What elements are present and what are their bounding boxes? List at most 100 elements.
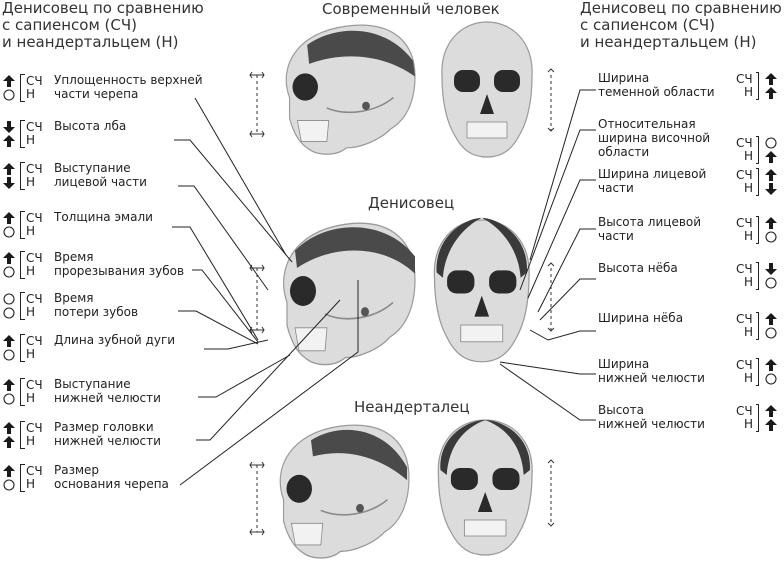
left-header-line-3: и неандертальцем (Н) xyxy=(2,33,179,51)
sapiens-code: СЧ xyxy=(26,421,43,435)
left-header: Денисовец по сравнению с сапиенсом (СЧ) … xyxy=(2,0,204,51)
trait-label-line: нижней челюсти xyxy=(54,391,161,405)
sapiens-code: СЧ xyxy=(26,120,43,134)
arrow-up-icon xyxy=(2,162,16,176)
sapiens-code: СЧ xyxy=(26,378,43,392)
comparison-bracket xyxy=(20,251,25,279)
arrow-up-icon xyxy=(2,334,16,348)
sapiens-code: СЧ xyxy=(26,74,43,88)
trait-label-line: Размер xyxy=(54,463,100,477)
arrow-down-icon xyxy=(2,120,16,134)
trait-label-line: области xyxy=(598,145,650,159)
neanderthal-lateral-skull xyxy=(279,424,410,559)
neanderthal-code: Н xyxy=(744,275,754,289)
trait-label-line: Толщина эмали xyxy=(54,210,153,224)
right-header-line-3: и неандертальцем (Н) xyxy=(580,33,757,51)
neanderthal-code: Н xyxy=(26,391,36,405)
arrow-up-icon xyxy=(764,216,778,230)
comparison-bracket xyxy=(756,358,759,386)
right-header-line-1: Денисовец по сравнению xyxy=(580,0,782,17)
arrow-up-icon xyxy=(764,404,778,418)
trait-label-line: Время xyxy=(54,250,94,264)
arrow-up-icon xyxy=(764,86,778,100)
trait-label-line: лицевой части xyxy=(54,175,147,189)
neanderthal-frontal-skull xyxy=(437,419,533,556)
comparison-bracket xyxy=(20,74,25,102)
comparison-bracket xyxy=(756,168,759,196)
arrow-up-icon xyxy=(2,464,16,478)
trait-label: Высота нёба xyxy=(598,261,678,275)
arrow-up-icon xyxy=(764,418,778,432)
neanderthal-code: Н xyxy=(26,224,36,238)
arrow-down-icon xyxy=(764,182,778,196)
neanderthal-code: Н xyxy=(26,477,36,491)
comparison-bracket xyxy=(756,312,759,340)
neanderthal-code: Н xyxy=(744,371,754,385)
neanderthal-code: Н xyxy=(744,181,754,195)
measurement-markers xyxy=(249,68,555,536)
trait-label: Толщина эмали xyxy=(54,210,153,224)
comparison-bracket xyxy=(20,421,25,449)
arrow-up-icon xyxy=(2,134,16,148)
circle-equal-icon xyxy=(764,136,778,150)
trait-label-line: Относительная xyxy=(598,117,696,131)
arrow-up-icon xyxy=(764,72,778,86)
circle-equal-icon xyxy=(2,292,16,306)
neanderthal-code: Н xyxy=(26,175,36,189)
comparison-bracket xyxy=(20,120,25,148)
neanderthal-code: Н xyxy=(744,149,754,163)
trait-label-line: Время xyxy=(54,291,94,305)
trait-label-line: Ширина xyxy=(598,357,650,371)
trait-label: Ширина нёба xyxy=(598,311,683,325)
circle-equal-icon xyxy=(764,372,778,386)
trait-label-line: Ширина xyxy=(598,71,650,85)
neanderthal-code: Н xyxy=(744,229,754,243)
circle-equal-icon xyxy=(2,225,16,239)
denisovan-lateral-skull xyxy=(282,222,416,366)
trait-label: Длина зубной дуги xyxy=(54,333,175,347)
sapiens-code: СЧ xyxy=(736,404,753,418)
trait-label-line: Высота нёба xyxy=(598,261,678,275)
sapiens-code: СЧ xyxy=(736,262,753,276)
neanderthal-code: Н xyxy=(26,347,36,361)
comparison-bracket xyxy=(756,136,759,164)
trait-label-line: Ширина нёба xyxy=(598,311,684,325)
denisovan-frontal-skull xyxy=(433,217,530,363)
sapiens-code: СЧ xyxy=(736,168,753,182)
arrow-up-icon xyxy=(764,358,778,372)
arrow-up-icon xyxy=(2,251,16,265)
sapiens-code: СЧ xyxy=(26,292,43,306)
sapiens-code: СЧ xyxy=(26,464,43,478)
trait-label-line: нижней челюсти xyxy=(54,434,161,448)
neanderthal-code: Н xyxy=(744,417,754,431)
comparison-bracket xyxy=(20,378,25,406)
trait-label-line: Выступание xyxy=(54,161,131,175)
right-header-line-2: с сапиенсом (СЧ) xyxy=(580,16,716,34)
sapiens-code: СЧ xyxy=(736,136,753,150)
sapiens-code: СЧ xyxy=(736,216,753,230)
sapiens-code: СЧ xyxy=(736,72,753,86)
trait-label-line: Высота xyxy=(598,403,644,417)
comparison-bracket xyxy=(20,292,25,320)
trait-label-line: нижней челюсти xyxy=(598,417,705,431)
circle-equal-icon xyxy=(2,348,16,362)
arrow-up-icon xyxy=(2,211,16,225)
circle-equal-icon xyxy=(2,265,16,279)
sapiens-code: СЧ xyxy=(26,162,43,176)
comparison-bracket xyxy=(20,162,25,190)
trait-label-line: теменной области xyxy=(598,85,715,99)
left-leader-lines xyxy=(172,97,359,486)
circle-equal-icon xyxy=(764,230,778,244)
comparison-bracket xyxy=(20,334,25,362)
circle-equal-icon xyxy=(2,478,16,492)
